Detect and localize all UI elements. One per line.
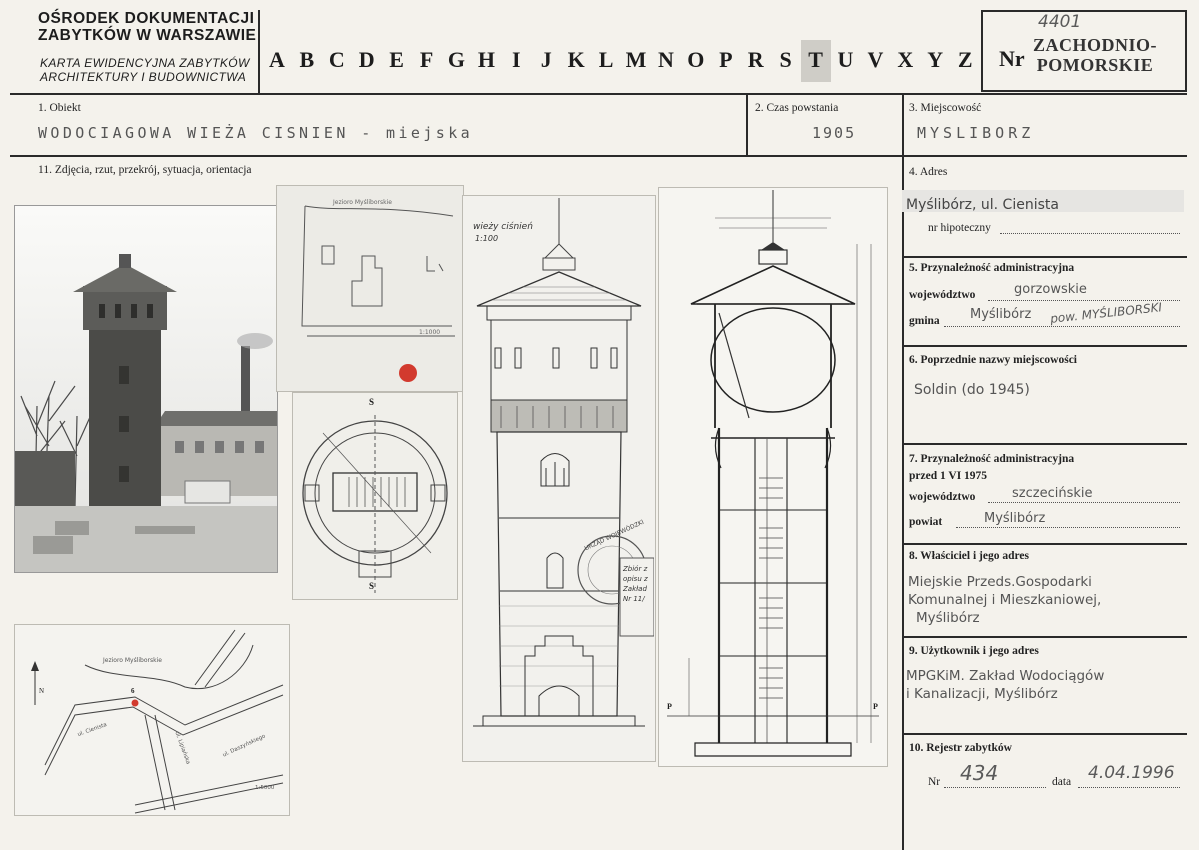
tower-photograph (14, 205, 278, 573)
rule-9-10 (902, 733, 1187, 735)
index-letter-k: K (567, 47, 585, 72)
address-strip (902, 190, 1184, 212)
map-lake-label: Jezioro Myśliborskie (103, 657, 162, 664)
elevation-scale: 1:100 (475, 234, 499, 243)
field-9-label: 9. Użytkownik i jego adres (909, 645, 1039, 657)
field-4-label: 4. Adres (909, 166, 948, 178)
index-letter-z: Z (957, 47, 973, 72)
rule-7-8 (902, 543, 1187, 545)
field-7-woj-label: województwo (909, 491, 976, 503)
index-letter-u: U (837, 47, 854, 72)
field-6-value: Soldin (do 1945) (914, 382, 1030, 398)
field-10-nr-value: 434 (960, 761, 999, 785)
index-letter-t: T (800, 40, 831, 82)
index-letter-i: I (512, 47, 521, 72)
site-plan-lake-label: Jezioro Myśliborskie (333, 199, 392, 206)
floor-plan: S S (292, 392, 458, 600)
orientation-map: N Jezioro Myśliborskie 6 ul. Cienista ul… (14, 624, 290, 816)
field-1-value: WODOCIAGOWA WIEŻA CISNIEN - miejska (38, 124, 474, 142)
rule-6-7 (902, 443, 1187, 445)
section-ground-right: P (873, 702, 878, 711)
index-letter-b: B (299, 47, 315, 72)
site-plan-scale: 1:1000 (419, 329, 441, 336)
field-5-gmina-handwritten: pow. MYŚLIBORSKI (1049, 300, 1163, 326)
field-5-gmina-value: Myślibórz (970, 307, 1032, 322)
office-stamp: URZĄD WOJEWÓDZKI Zbiór z opisu z Zakład … (576, 519, 655, 638)
index-letter-v: V (867, 47, 884, 72)
floor-plan-section-top: S (369, 397, 375, 407)
field-3-label: 3. Miejscowość (909, 102, 982, 114)
nr-value: 4401 (1038, 12, 1082, 32)
card-title: KARTA EWIDENCYJNA ZABYTKÓW ARCHITEKTURY … (40, 56, 250, 84)
field-5-woj-value: gorzowskie (1014, 282, 1087, 297)
section-ground-left: P (667, 702, 672, 711)
field-10-data-label: data (1052, 776, 1072, 788)
field-8-label: 8. Właściciel i jego adres (909, 550, 1029, 562)
organization-name: OŚRODEK DOKUMENTACJI ZABYTKÓW W WARSZAWI… (38, 10, 257, 44)
field-5-label: 5. Przynależność administracyjna (909, 262, 1075, 274)
index-letter-r: R (747, 47, 764, 72)
index-letter-g: G (447, 47, 466, 72)
wax-seal (399, 364, 417, 382)
field-4-value: Myślibórz, ul. Cienista (906, 197, 1059, 213)
index-letter-s: S (779, 47, 792, 72)
index-letter-p: P (719, 47, 733, 72)
field-11-label: 11. Zdjęcia, rzut, przekrój, sytuacja, o… (38, 164, 252, 176)
field-2-label: 2. Czas powstania (755, 102, 839, 114)
field-7-pow-value: Myślibórz (984, 511, 1046, 526)
rule-8-9 (902, 636, 1187, 638)
index-letter-f: F (419, 47, 434, 72)
index-letter-j: J (540, 47, 552, 72)
stamp-notes: Zbiór z opisu z Zakład Nr 11/ (623, 565, 648, 603)
map-north-label: N (39, 687, 45, 695)
index-letter-n: N (658, 47, 674, 72)
header-divider (258, 10, 260, 93)
region-stamp: ZACHODNIO- POMORSKIE (1033, 35, 1158, 75)
index-letter-m: M (625, 47, 647, 72)
register-number-box (981, 10, 1187, 92)
index-letter-d: D (358, 47, 375, 72)
field-3-value: MYSLIBORZ (917, 124, 1035, 142)
index-letter-e: E (389, 47, 404, 72)
map-marker-number: 6 (131, 687, 135, 695)
field-7-sub: przed 1 VI 1975 (909, 470, 988, 482)
field-7-pow-label: powiat (909, 516, 943, 528)
index-letter-y: Y (927, 47, 944, 72)
index-letter-h: H (477, 47, 495, 72)
elevation-drawing: wieży ciśnień 1:100 (462, 195, 656, 762)
field-4-sub: nr hipoteczny (928, 222, 991, 234)
divider-right-column (902, 93, 904, 850)
index-letter-c: C (328, 47, 345, 72)
rule-5-6 (902, 345, 1187, 347)
rule-4-5 (902, 256, 1187, 258)
index-letter-x: X (897, 47, 914, 72)
map-scale: 1:5000 (255, 785, 275, 791)
field-7-label: 7. Przynależność administracyjna (909, 453, 1075, 465)
floor-plan-section-bottom: S (369, 581, 375, 591)
divider-1-2 (746, 93, 748, 155)
field-2-value: 1905 (812, 124, 857, 142)
header-rule (10, 93, 1187, 95)
field-5-gmina-label: gmina (909, 315, 940, 327)
field-5-woj-label: województwo (909, 289, 976, 301)
site-plan: Jezioro Myśliborskie 1:1000 (276, 185, 464, 392)
field-8-value: Miejskie Przeds.Gospodarki Komunalnej i … (908, 574, 1102, 626)
index-letter-a: A (269, 47, 285, 72)
nr-label: Nr (999, 46, 1025, 71)
index-letter-l: L (598, 47, 614, 72)
field-1-label: 1. Obiekt (38, 102, 81, 114)
elevation-title: wieży ciśnień (473, 222, 533, 232)
field-9-value: MPGKiM. Zakład Wodociągów i Kanalizacji,… (906, 668, 1105, 702)
fields-rule (10, 155, 1187, 157)
section-drawing: P P (658, 187, 888, 767)
index-letter-o: O (687, 47, 705, 72)
field-10-nr-label: Nr (928, 776, 941, 788)
field-7-woj-value: szczecińskie (1012, 486, 1093, 501)
field-10-data-value: 4.04.1996 (1088, 763, 1175, 783)
field-10-label: 10. Rejestr zabytków (909, 742, 1012, 754)
field-6-label: 6. Poprzednie nazwy miejscowości (909, 354, 1077, 366)
